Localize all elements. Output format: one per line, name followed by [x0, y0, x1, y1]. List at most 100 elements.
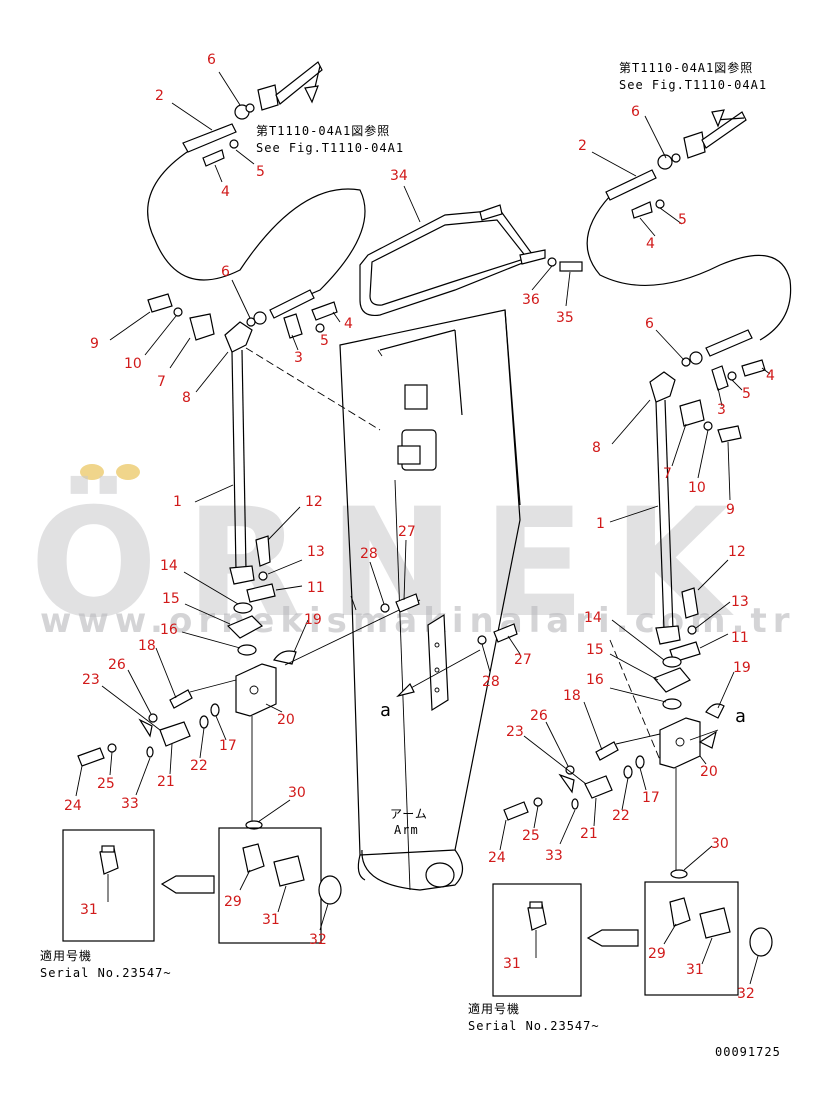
callout-31: 31 — [262, 912, 280, 928]
callout-14: 14 — [584, 610, 602, 626]
ref-note-en-left: See Fig.T1110-04A1 — [256, 141, 404, 155]
callout-32: 32 — [737, 986, 755, 1002]
right-detail-boxes — [492, 881, 773, 997]
callout-2: 2 — [578, 138, 587, 154]
callout-29: 29 — [648, 946, 666, 962]
serial-en-right: Serial No.23547~ — [468, 1019, 600, 1033]
arm-label-en: Arm — [394, 823, 419, 837]
callout-30: 30 — [288, 785, 306, 801]
callout-5: 5 — [320, 333, 329, 349]
callouts: 6 2 4 5 6 4 3 5 9 10 7 8 1 12 13 14 11 1… — [64, 52, 775, 1002]
ref-note-jp-right: 第T1110-04A1図参照 — [619, 60, 753, 75]
callout-21: 21 — [157, 774, 175, 790]
left-assembly — [77, 61, 421, 830]
notes: 第T1110-04A1図参照 See Fig.T1110-04A1 第T1110… — [40, 60, 781, 1059]
callout-31: 31 — [80, 902, 98, 918]
ref-note-jp-left: 第T1110-04A1図参照 — [256, 123, 390, 138]
callout-36: 36 — [522, 292, 540, 308]
callout-17: 17 — [219, 738, 237, 754]
watermark-url: www.ornekismakinalari.com.tr — [40, 601, 795, 641]
callout-25: 25 — [522, 828, 540, 844]
handrail — [359, 204, 583, 317]
callout-34: 34 — [390, 168, 408, 184]
callout-28: 28 — [482, 674, 500, 690]
callout-22: 22 — [190, 758, 208, 774]
callout-26: 26 — [108, 657, 126, 673]
callout-5: 5 — [678, 212, 687, 228]
callout-10: 10 — [688, 480, 706, 496]
callout-12: 12 — [728, 544, 746, 560]
callout-33: 33 — [121, 796, 139, 812]
callout-4: 4 — [221, 184, 230, 200]
callout-5: 5 — [256, 164, 265, 180]
drawing-number: 00091725 — [715, 1045, 781, 1059]
callout-4: 4 — [344, 316, 353, 332]
callout-8: 8 — [592, 440, 601, 456]
callout-25: 25 — [97, 776, 115, 792]
callout-16: 16 — [586, 672, 604, 688]
callout-13: 13 — [307, 544, 325, 560]
callout-3: 3 — [294, 350, 303, 366]
callout-27: 27 — [514, 652, 532, 668]
callout-18: 18 — [563, 688, 581, 704]
left-detail-boxes — [62, 827, 342, 944]
callout-21: 21 — [580, 826, 598, 842]
callout-19: 19 — [733, 660, 751, 676]
callout-9: 9 — [726, 502, 735, 518]
arm-body — [339, 309, 521, 891]
callout-6: 6 — [207, 52, 216, 68]
callout-6: 6 — [221, 264, 230, 280]
callout-23: 23 — [506, 724, 524, 740]
callout-24: 24 — [488, 850, 506, 866]
callout-31: 31 — [686, 962, 704, 978]
callout-1: 1 — [596, 516, 605, 532]
serial-jp-right: 適用号機 — [468, 1001, 520, 1016]
view-marker-right: a — [735, 706, 747, 727]
arm-label-jp: アーム — [390, 807, 428, 821]
callout-20: 20 — [700, 764, 718, 780]
callout-15: 15 — [162, 591, 180, 607]
callout-11: 11 — [307, 580, 325, 596]
callout-29: 29 — [224, 894, 242, 910]
callout-11: 11 — [731, 630, 749, 646]
callout-20: 20 — [277, 712, 295, 728]
watermark: ÖRNEK www.ornekismakinalari.com.tr — [30, 464, 795, 651]
callout-8: 8 — [182, 390, 191, 406]
callout-2: 2 — [155, 88, 164, 104]
callout-35: 35 — [556, 310, 574, 326]
callout-4: 4 — [766, 368, 775, 384]
callout-14: 14 — [160, 558, 178, 574]
view-marker-left: a — [380, 700, 392, 721]
callout-19: 19 — [304, 612, 322, 628]
serial-jp-left: 適用号機 — [40, 948, 92, 963]
callout-6: 6 — [645, 316, 654, 332]
leader-lines — [75, 71, 771, 985]
callout-7: 7 — [157, 374, 166, 390]
callout-23: 23 — [82, 672, 100, 688]
callout-9: 9 — [90, 336, 99, 352]
callout-26: 26 — [530, 708, 548, 724]
callout-28: 28 — [360, 546, 378, 562]
callout-7: 7 — [663, 466, 672, 482]
callout-1: 1 — [173, 494, 182, 510]
callout-15: 15 — [586, 642, 604, 658]
callout-6: 6 — [631, 104, 640, 120]
callout-10: 10 — [124, 356, 142, 372]
callout-22: 22 — [612, 808, 630, 824]
callout-3: 3 — [717, 402, 726, 418]
callout-31: 31 — [503, 956, 521, 972]
callout-5: 5 — [742, 386, 751, 402]
callout-12: 12 — [305, 494, 323, 510]
callout-27: 27 — [398, 524, 416, 540]
callout-16: 16 — [160, 622, 178, 638]
callout-33: 33 — [545, 848, 563, 864]
ref-note-en-right: See Fig.T1110-04A1 — [619, 78, 767, 92]
callout-4: 4 — [646, 236, 655, 252]
callout-17: 17 — [642, 790, 660, 806]
callout-18: 18 — [138, 638, 156, 654]
callout-30: 30 — [711, 836, 729, 852]
serial-en-left: Serial No.23547~ — [40, 966, 172, 980]
callout-24: 24 — [64, 798, 82, 814]
callout-32: 32 — [309, 932, 327, 948]
